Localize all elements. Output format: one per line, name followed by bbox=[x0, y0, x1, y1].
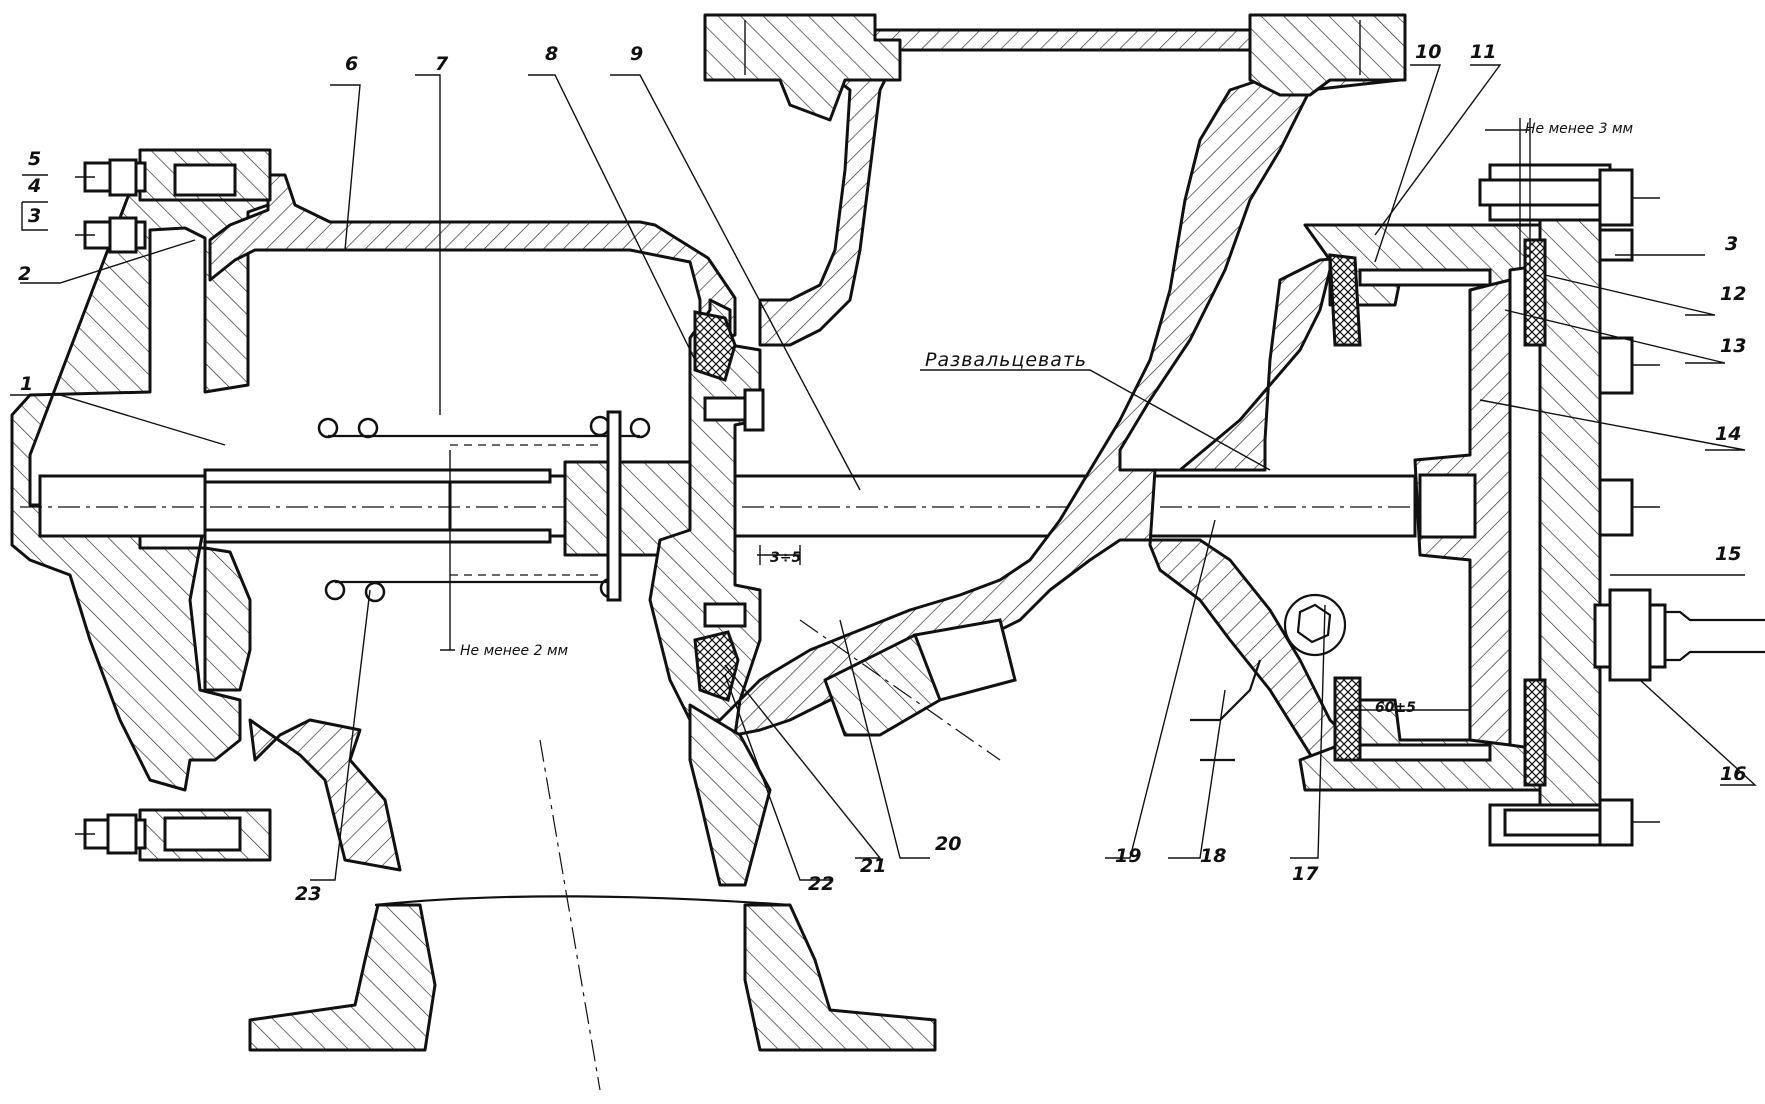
label-16: 16 bbox=[1720, 763, 1746, 785]
label-9: 9 bbox=[630, 43, 643, 65]
label-6: 6 bbox=[345, 53, 358, 75]
label-13: 13 bbox=[1720, 335, 1746, 357]
label-19: 19 bbox=[1115, 845, 1141, 867]
label-8: 8 bbox=[545, 43, 558, 65]
dim-gap-3-5: 3÷5 bbox=[770, 550, 801, 566]
label-4: 4 bbox=[27, 175, 41, 197]
label-23: 23 bbox=[295, 883, 321, 905]
note-min-3mm: Не менее 3 мм bbox=[1525, 121, 1634, 137]
top-discharge-flange bbox=[703, 13, 1407, 122]
volute-casing bbox=[708, 16, 1422, 782]
label-11: 11 bbox=[1470, 41, 1496, 63]
label-22: 22 bbox=[808, 873, 834, 895]
label-18: 18 bbox=[1200, 845, 1226, 867]
label-10: 10 bbox=[1415, 41, 1441, 63]
label-14: 14 bbox=[1715, 423, 1741, 445]
label-2: 2 bbox=[18, 263, 31, 285]
inclined-branch bbox=[799, 618, 1017, 761]
note-min-2mm: Не менее 2 мм bbox=[460, 643, 569, 659]
leader-lines bbox=[10, 64, 1757, 881]
label-20: 20 bbox=[935, 833, 961, 855]
left-bearing-housing bbox=[10, 148, 270, 792]
left-stack-labels: 5 4 3 bbox=[21, 148, 48, 231]
label-right-3: 3 bbox=[1725, 233, 1738, 255]
drawing-notes: Развальцевать Не менее 3 мм Не менее 2 м… bbox=[460, 121, 1634, 716]
label-15: 15 bbox=[1715, 543, 1741, 565]
bottom-suction-pipe bbox=[248, 703, 937, 1091]
label-17: 17 bbox=[1292, 863, 1319, 885]
left-bottom-flange bbox=[138, 808, 272, 862]
note-unroll: Развальцевать bbox=[925, 349, 1087, 371]
dimension-lines bbox=[440, 118, 1531, 711]
dim-gap-60-5: 60±5 bbox=[1375, 700, 1416, 716]
label-5: 5 bbox=[28, 148, 41, 170]
label-7: 7 bbox=[435, 53, 449, 75]
seal-assembly bbox=[563, 298, 765, 722]
label-3: 3 bbox=[28, 205, 41, 227]
drain-plug bbox=[1190, 593, 1347, 762]
left-top-flange bbox=[138, 148, 272, 202]
label-12: 12 bbox=[1720, 283, 1746, 305]
part-number-labels: 1 2 6 7 8 9 10 11 12 13 14 15 16 17 18 1… bbox=[18, 41, 1746, 905]
left-bolts bbox=[75, 158, 147, 855]
spring-seal bbox=[317, 415, 651, 603]
right-bolts bbox=[1478, 168, 1660, 847]
label-1: 1 bbox=[20, 373, 33, 395]
label-21: 21 bbox=[860, 855, 886, 877]
outlet-pipe bbox=[1593, 588, 1765, 682]
